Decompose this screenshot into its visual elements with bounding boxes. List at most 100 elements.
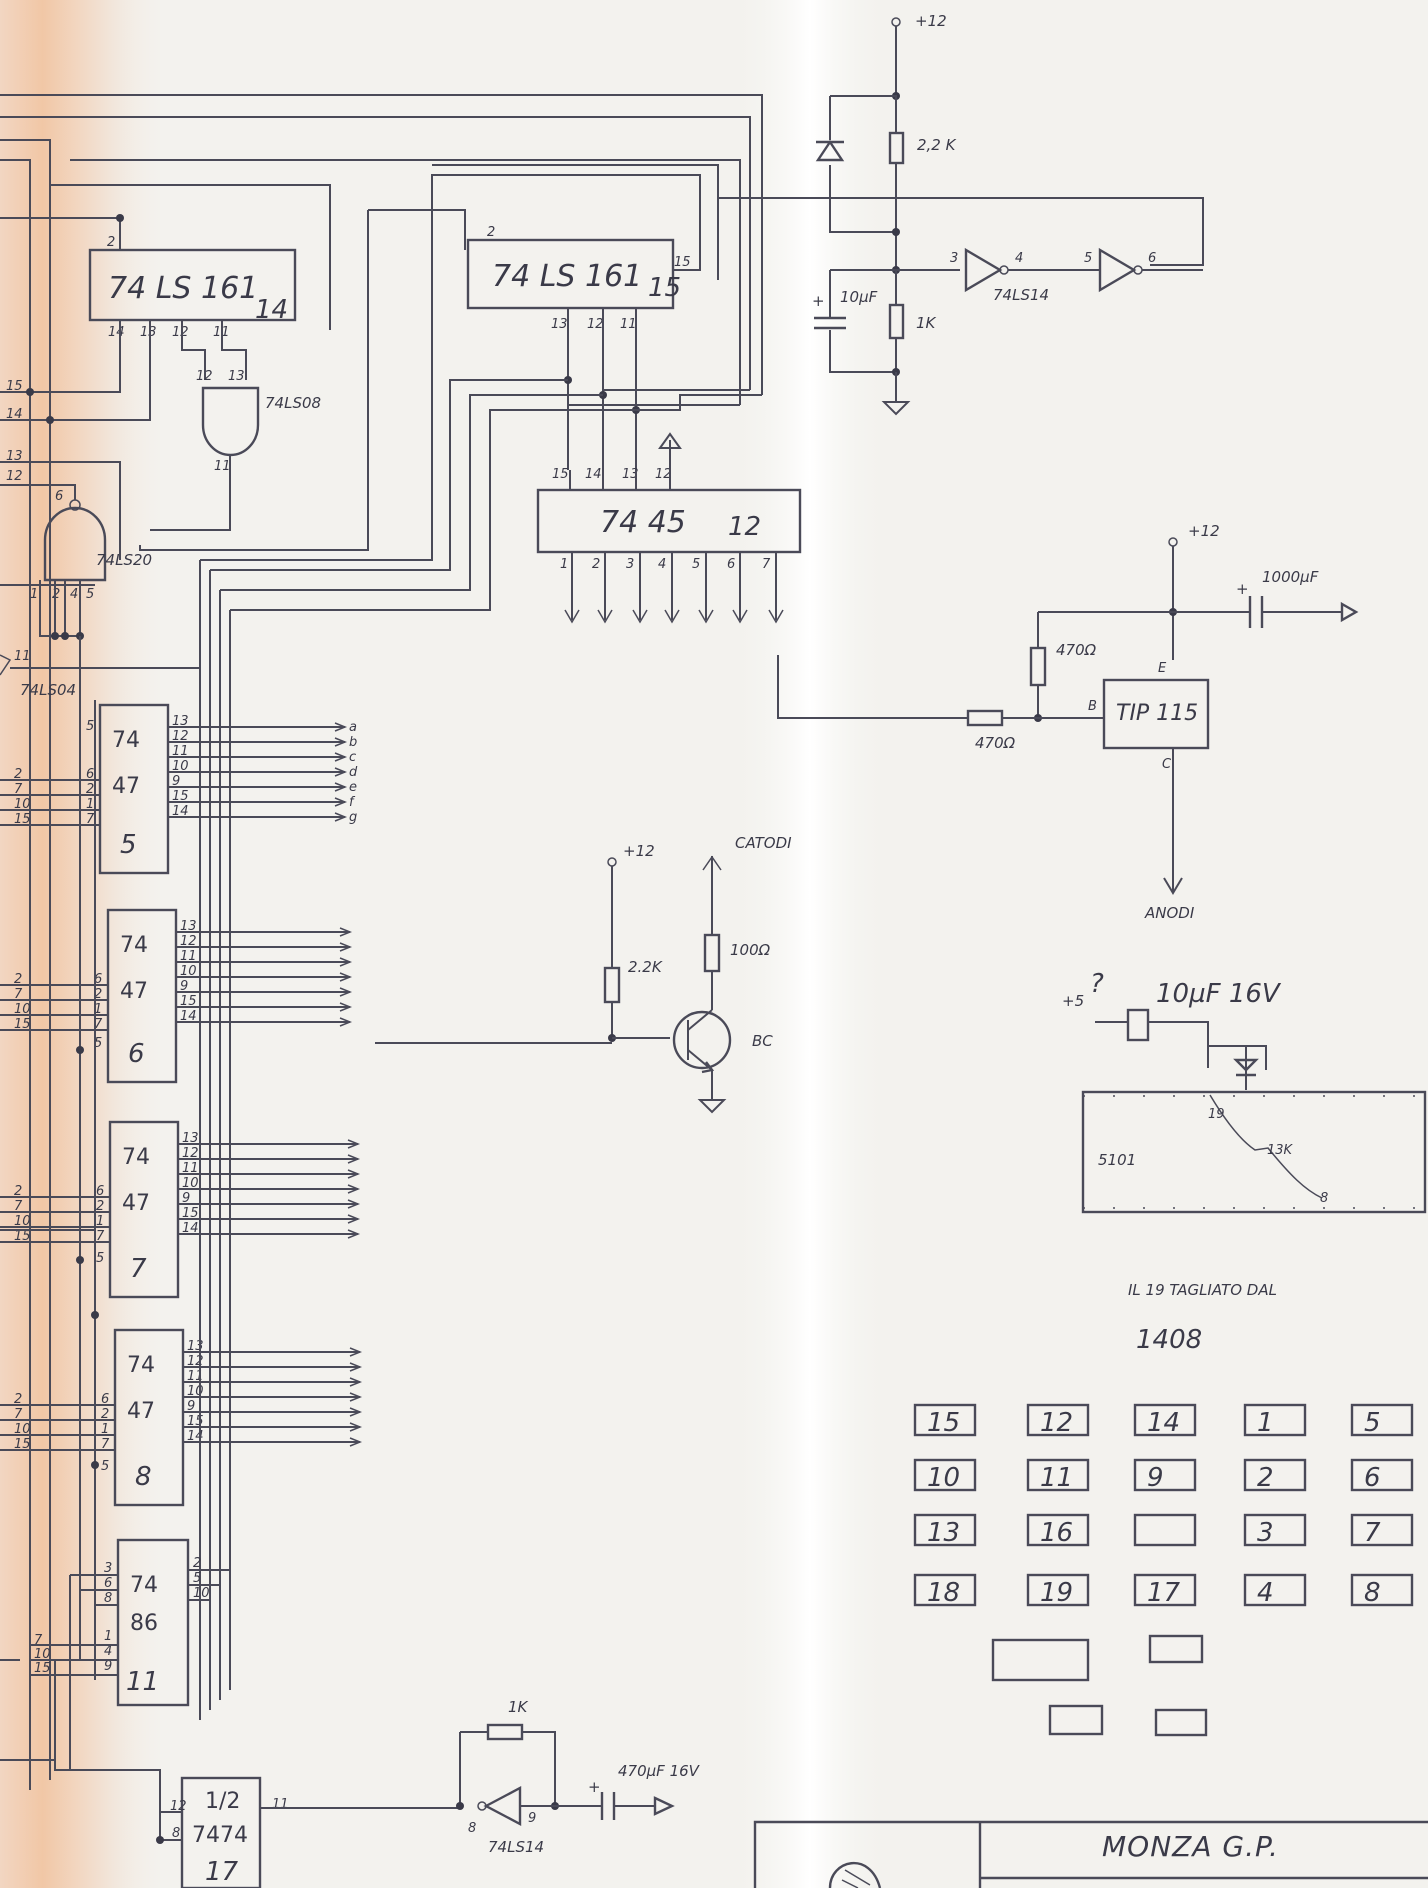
decoder-out-7: 7 [762, 557, 771, 572]
driver_6-in-7: 7 [94, 1017, 103, 1032]
decoder-out-6: 6 [727, 557, 735, 572]
xor-pin-8: 8 [104, 1591, 112, 1606]
driver_5-in-1: 1 [86, 797, 94, 812]
layout-cell-label: 13 [927, 1518, 960, 1548]
layout-cell-label: 19 [1040, 1578, 1073, 1608]
driver_6-out-13: 13 [180, 919, 197, 934]
driver_5-out-12: 12 [172, 729, 189, 744]
anode-supply: +12 [1188, 522, 1220, 540]
driver_6-out-15: 15 [180, 994, 197, 1009]
and-gate-label: 74LS08 [265, 394, 321, 412]
nand-pin-4: 4 [70, 587, 78, 602]
driver_7-en: 5 [96, 1251, 104, 1266]
mod-plus5: +5 [1062, 992, 1084, 1010]
driver_6-arrow-0 [339, 927, 353, 937]
layout-cell-label: 15 [927, 1408, 960, 1438]
driver_6-arrow-3 [339, 972, 353, 982]
driver_6-out-11: 11 [180, 949, 197, 964]
driver_8-id: 8 [135, 1462, 152, 1492]
decoder-out-4: 4 [658, 557, 666, 572]
layout-cell-1: 1 [1243, 1403, 1307, 1438]
layout-cell-15: 15 [913, 1403, 977, 1438]
ff-line1: 1/2 [205, 1789, 240, 1814]
board-layout-extras [991, 1634, 1208, 1737]
driver_8-far-15: 15 [14, 1437, 31, 1452]
mod-pin-8: 8 [1320, 1191, 1328, 1206]
layout-cell-9: 9 [1133, 1458, 1197, 1493]
driver_6-arrow-6 [339, 1017, 353, 1027]
layout-cell-8: 8 [1350, 1573, 1414, 1608]
cathode-r-col: 100Ω [730, 941, 771, 959]
inverter-04-pin: 11 [14, 649, 31, 664]
decoder-out-3: 3 [626, 557, 634, 572]
decoder-out-1: 1 [560, 557, 568, 572]
layout-cell-5: 5 [1350, 1403, 1414, 1438]
driver_7-line2: 47 [122, 1191, 150, 1216]
layout-cell-label: 8 [1364, 1578, 1381, 1608]
layout-cell-label: 6 [1364, 1463, 1381, 1493]
driver_8-arrow-2 [349, 1377, 363, 1387]
driver_7-arrow-4 [347, 1199, 361, 1209]
decoder-7445: 74 45 12 15 14 13 12 1 2 3 4 5 6 7 [536, 432, 802, 624]
driver_6-far-7: 7 [14, 987, 23, 1002]
layout-cell-label: 3 [1257, 1518, 1274, 1548]
driver_6-far-2: 2 [14, 972, 22, 987]
layout-cell-label: 12 [1040, 1408, 1073, 1438]
xor-pin-1: 1 [104, 1629, 112, 1644]
driver_8-en: 5 [101, 1459, 109, 1474]
xor-pin-6: 6 [104, 1576, 112, 1591]
mod-note-1: IL 19 TAGLIATO DAL [1128, 1281, 1277, 1299]
reset-resistor-2: 1K [916, 314, 937, 332]
mod-chip: 5101 [1098, 1151, 1136, 1169]
driver_5-out-9: 9 [172, 774, 180, 789]
driver_6-id: 6 [128, 1039, 145, 1069]
reset-pin-3: 3 [950, 251, 958, 266]
layout-cell-6: 6 [1350, 1458, 1414, 1493]
counter-15: 74 LS 161 15 2 15 13 12 11 [200, 174, 762, 611]
left-pin-13: 13 [6, 449, 23, 464]
driver_6-out-12: 12 [180, 934, 197, 949]
driver_8-arrow-0 [349, 1347, 363, 1357]
driver_7-arrow-3 [347, 1184, 361, 1194]
decoder-id: 12 [728, 512, 761, 542]
counter-14-name: 74 LS 161 [108, 271, 258, 306]
nand-pin-2: 2 [52, 587, 60, 602]
driver_8-line1: 74 [127, 1353, 155, 1378]
xor-line1: 74 [130, 1573, 158, 1598]
segment-label-c: c [349, 750, 356, 765]
driver_5-in-7: 7 [86, 812, 95, 827]
driver_7-out-10: 10 [182, 1176, 199, 1191]
driver_5-arrow-1 [334, 737, 348, 747]
osc-resistor: 1K [508, 1698, 529, 1716]
driver_7-in-2: 2 [96, 1199, 104, 1214]
counter-14-id: 14 [255, 295, 288, 325]
driver_7-out-15: 15 [182, 1206, 199, 1221]
driver_6-in-1: 1 [94, 1002, 102, 1017]
driver_7-out-9: 9 [182, 1191, 190, 1206]
decoder-pin-12: 12 [655, 467, 672, 482]
bus-lines-top [0, 94, 1204, 1790]
xor-out-5: 5 [193, 1571, 201, 1586]
cathode-transistor: BC [752, 1032, 773, 1050]
driver_7-in-1: 1 [96, 1214, 104, 1229]
layout-cell-2: 2 [1243, 1458, 1307, 1493]
driver_5-arrow-3 [334, 767, 348, 777]
driver_6-line1: 74 [120, 933, 148, 958]
driver_5-line1: 74 [112, 728, 140, 753]
svg-text:+: + [812, 292, 825, 310]
layout-cell-label: 10 [927, 1463, 960, 1493]
driver_5-far-7: 7 [14, 782, 23, 797]
driver_5-far-15: 15 [14, 812, 31, 827]
anode-driver: +12 + 1000µF 470Ω 470Ω TIP 115 E B C ANO… [777, 522, 1359, 922]
driver_8-in-1: 1 [101, 1422, 109, 1437]
xor-id: 11 [126, 1667, 159, 1697]
driver_8-far-10: 10 [14, 1422, 31, 1437]
layout-cell-label: 9 [1147, 1463, 1164, 1493]
layout-cell-16: 16 [1026, 1513, 1090, 1548]
segment-label-a: a [349, 720, 357, 735]
segment-label-d: d [349, 765, 358, 780]
